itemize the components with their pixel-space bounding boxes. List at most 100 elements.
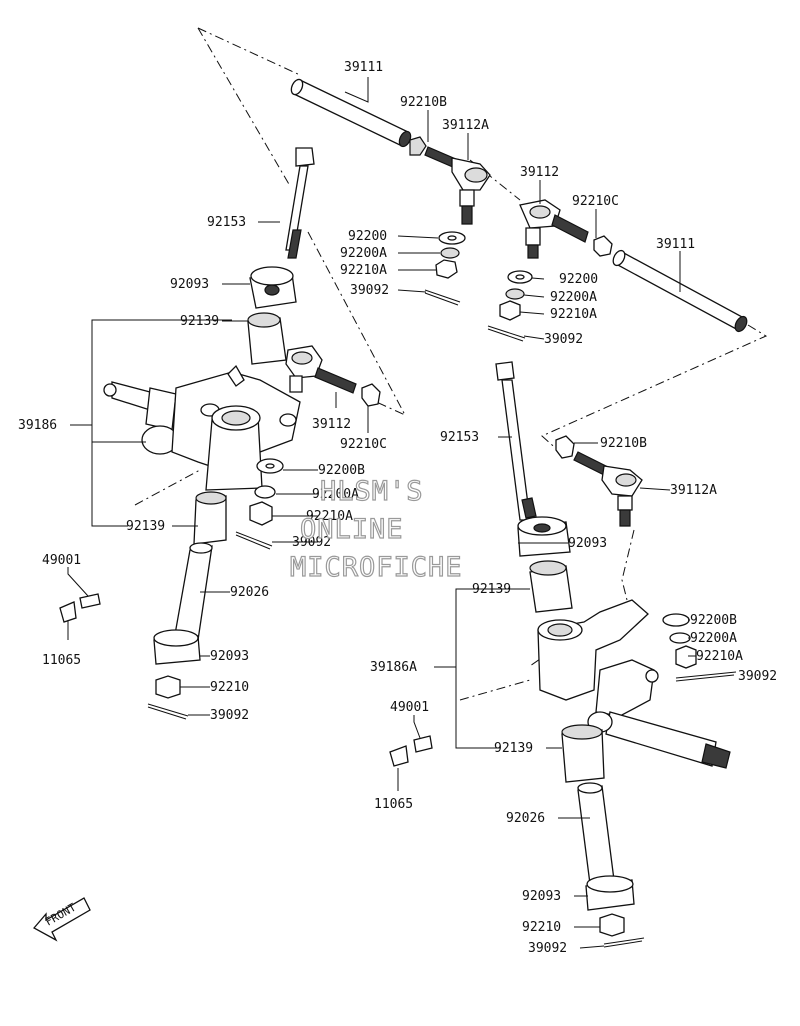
watermark-line3: MICROFICHE — [290, 552, 463, 583]
bushing-92139-right-top — [529, 560, 573, 613]
label-92200A-left: 92200A — [312, 487, 359, 502]
cotter-pin-39092-mid — [424, 289, 461, 306]
part-labels: 39111 92210B 39112A 39112 92210C 39111 9… — [18, 60, 777, 956]
cotter-pin-39092-right — [487, 325, 526, 342]
label-92200A-mid: 92200A — [340, 246, 387, 261]
nut-92210A-left — [249, 501, 273, 526]
label-92200-mid: 92200 — [348, 229, 387, 244]
bolt-92153-right — [495, 361, 537, 521]
label-39092-mid: 39092 — [350, 283, 389, 298]
collar-92093-right — [517, 516, 571, 557]
label-92210A-right: 92210A — [550, 307, 597, 322]
nut-92210-right — [599, 913, 625, 937]
nut-92210B-top — [409, 136, 427, 156]
label-92139-left-bot: 92139 — [126, 519, 165, 534]
bolt-92153-left — [285, 147, 315, 259]
cotter-pin-39092-left-bot — [147, 703, 189, 720]
leader-lines — [67, 77, 696, 949]
label-92093-left: 92093 — [170, 277, 209, 292]
label-92210-right: 92210 — [522, 920, 561, 935]
label-39092-right2: 39092 — [738, 669, 777, 684]
washer-92200-right — [507, 270, 533, 284]
collar-92093-right-bot — [585, 875, 635, 911]
nut-92210B-right — [555, 435, 575, 459]
steering-knuckle-39186 — [103, 364, 301, 491]
label-92093-left-bot: 92093 — [210, 649, 249, 664]
tie-rod-end-39112-left — [285, 345, 357, 394]
nut-92210A-right — [499, 300, 521, 321]
watermark-line1: HLSM'S — [320, 476, 424, 507]
label-92153-left: 92153 — [207, 215, 246, 230]
label-39186: 39186 — [18, 418, 57, 433]
tie-rod-end-39112-right — [519, 199, 589, 259]
label-92210-left: 92210 — [210, 680, 249, 695]
collar-92093-left-bot — [153, 629, 201, 665]
label-39111-right: 39111 — [656, 237, 695, 252]
label-92093-right-bot: 92093 — [522, 889, 561, 904]
washer-92200A-mid — [440, 247, 460, 259]
nut-92210C-right — [593, 235, 613, 257]
label-49001-right: 49001 — [390, 700, 429, 715]
label-92139-left-top: 92139 — [180, 314, 219, 329]
label-39092-right-bot: 39092 — [528, 941, 567, 956]
watermark-line2: ONLINE — [300, 514, 404, 545]
washer-92200B-left — [256, 458, 284, 474]
label-39111-top: 39111 — [344, 60, 383, 75]
watermark: HLSM'S ONLINE MICROFICHE — [289, 475, 463, 583]
label-39112-right: 39112 — [520, 165, 559, 180]
nut-92210A-right2 — [675, 645, 697, 669]
label-39112-left: 39112 — [312, 417, 351, 432]
steering-knuckle-39186A — [537, 599, 731, 769]
washer-92200-mid — [438, 231, 466, 245]
tie-rod-end-39112A-top — [424, 146, 491, 225]
bushing-92139-right-bot — [561, 724, 605, 783]
label-92210A-mid: 92210A — [340, 263, 387, 278]
tie-rod-end-39112A-right — [573, 451, 643, 527]
label-92026-right: 92026 — [506, 811, 545, 826]
washer-92200A-left — [254, 485, 276, 499]
washer-92200A-right2 — [669, 632, 691, 644]
cotter-pin-39092-right-bot — [603, 937, 645, 948]
label-39092-left: 39092 — [292, 535, 331, 550]
label-39186A: 39186A — [370, 660, 417, 675]
nut-92210-left — [155, 675, 181, 699]
label-11065-left: 11065 — [42, 653, 81, 668]
tie-rod-top — [290, 78, 412, 148]
label-92200B-right: 92200B — [690, 613, 737, 628]
label-92139-right-bot: 92139 — [494, 741, 533, 756]
nut-92210C-left — [361, 383, 381, 407]
shaft-92026-right — [577, 782, 615, 885]
washer-92200B-right — [662, 613, 690, 627]
label-92210B-right: 92210B — [600, 436, 647, 451]
cap-11065-right — [389, 745, 409, 767]
cotter-pin-39092-right2 — [675, 671, 737, 682]
front-arrow-icon: FRONT — [32, 897, 91, 942]
label-92210A-left: 92210A — [306, 509, 353, 524]
label-11065-right: 11065 — [374, 797, 413, 812]
grease-fitting-49001-right — [413, 735, 433, 753]
cap-11065-left — [59, 601, 77, 623]
cotter-pin-39092-left — [235, 531, 273, 550]
bushing-92139-left-bot — [193, 491, 227, 545]
label-92200-right: 92200 — [559, 272, 598, 287]
label-92200B-left: 92200B — [318, 463, 365, 478]
label-92153-right: 92153 — [440, 430, 479, 445]
label-92200A-right2: 92200A — [690, 631, 737, 646]
label-39112A-right: 39112A — [670, 483, 717, 498]
label-92200A-right: 92200A — [550, 290, 597, 305]
label-92210B-top: 92210B — [400, 95, 447, 110]
label-92026-left: 92026 — [230, 585, 269, 600]
grease-fitting-49001-left — [79, 593, 101, 609]
label-92210C-right: 92210C — [572, 194, 619, 209]
label-92139-right-top: 92139 — [472, 582, 511, 597]
label-92210A-right2: 92210A — [696, 649, 743, 664]
label-49001-left: 49001 — [42, 553, 81, 568]
label-39112A-top: 39112A — [442, 118, 489, 133]
label-92210C-left: 92210C — [340, 437, 387, 452]
label-39092-left-bot: 39092 — [210, 708, 249, 723]
bushing-92139-left-top — [247, 312, 287, 365]
nut-92210A-mid — [435, 259, 458, 279]
label-39092-right: 39092 — [544, 332, 583, 347]
collar-92093-left — [249, 266, 297, 309]
